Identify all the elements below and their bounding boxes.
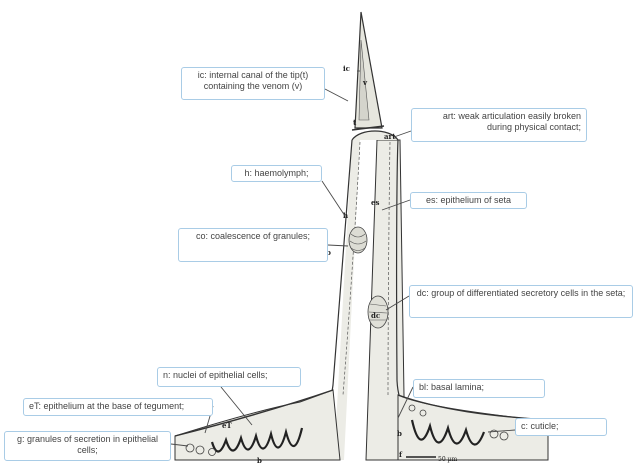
label-es: es — [371, 198, 379, 207]
label-ic: ic — [343, 64, 350, 73]
callout-ic: ic: internal canal of the tip(t) contain… — [181, 67, 325, 100]
callout-co: co: coalescence of granules; — [178, 228, 328, 262]
callout-c: c: cuticle; — [515, 418, 607, 436]
callout-n: n: nuclei of epithelial cells; — [157, 367, 301, 387]
label-dc: dc — [371, 311, 380, 320]
label-h: h — [343, 211, 348, 220]
seta-tip — [352, 12, 384, 130]
callout-art: art: weak articulation easily broken dur… — [411, 108, 587, 142]
callout-es: es: epithelium of seta — [410, 192, 527, 209]
granule-coalescence — [349, 227, 367, 253]
callout-h: h: haemolymph; — [231, 165, 322, 182]
label-eT: eT — [222, 421, 232, 430]
label-b-left: b — [257, 456, 262, 464]
callout-eT: eT: epithelium at the base of tegument; — [23, 398, 213, 416]
callout-bl: bl: basal lamina; — [413, 379, 545, 398]
callout-g: g: granules of secretion in epithelial c… — [4, 431, 171, 461]
scale-label: 50 µm — [438, 456, 457, 463]
callout-dc: dc: group of differentiated secretory ce… — [409, 285, 633, 318]
label-b-right: b — [397, 429, 402, 438]
